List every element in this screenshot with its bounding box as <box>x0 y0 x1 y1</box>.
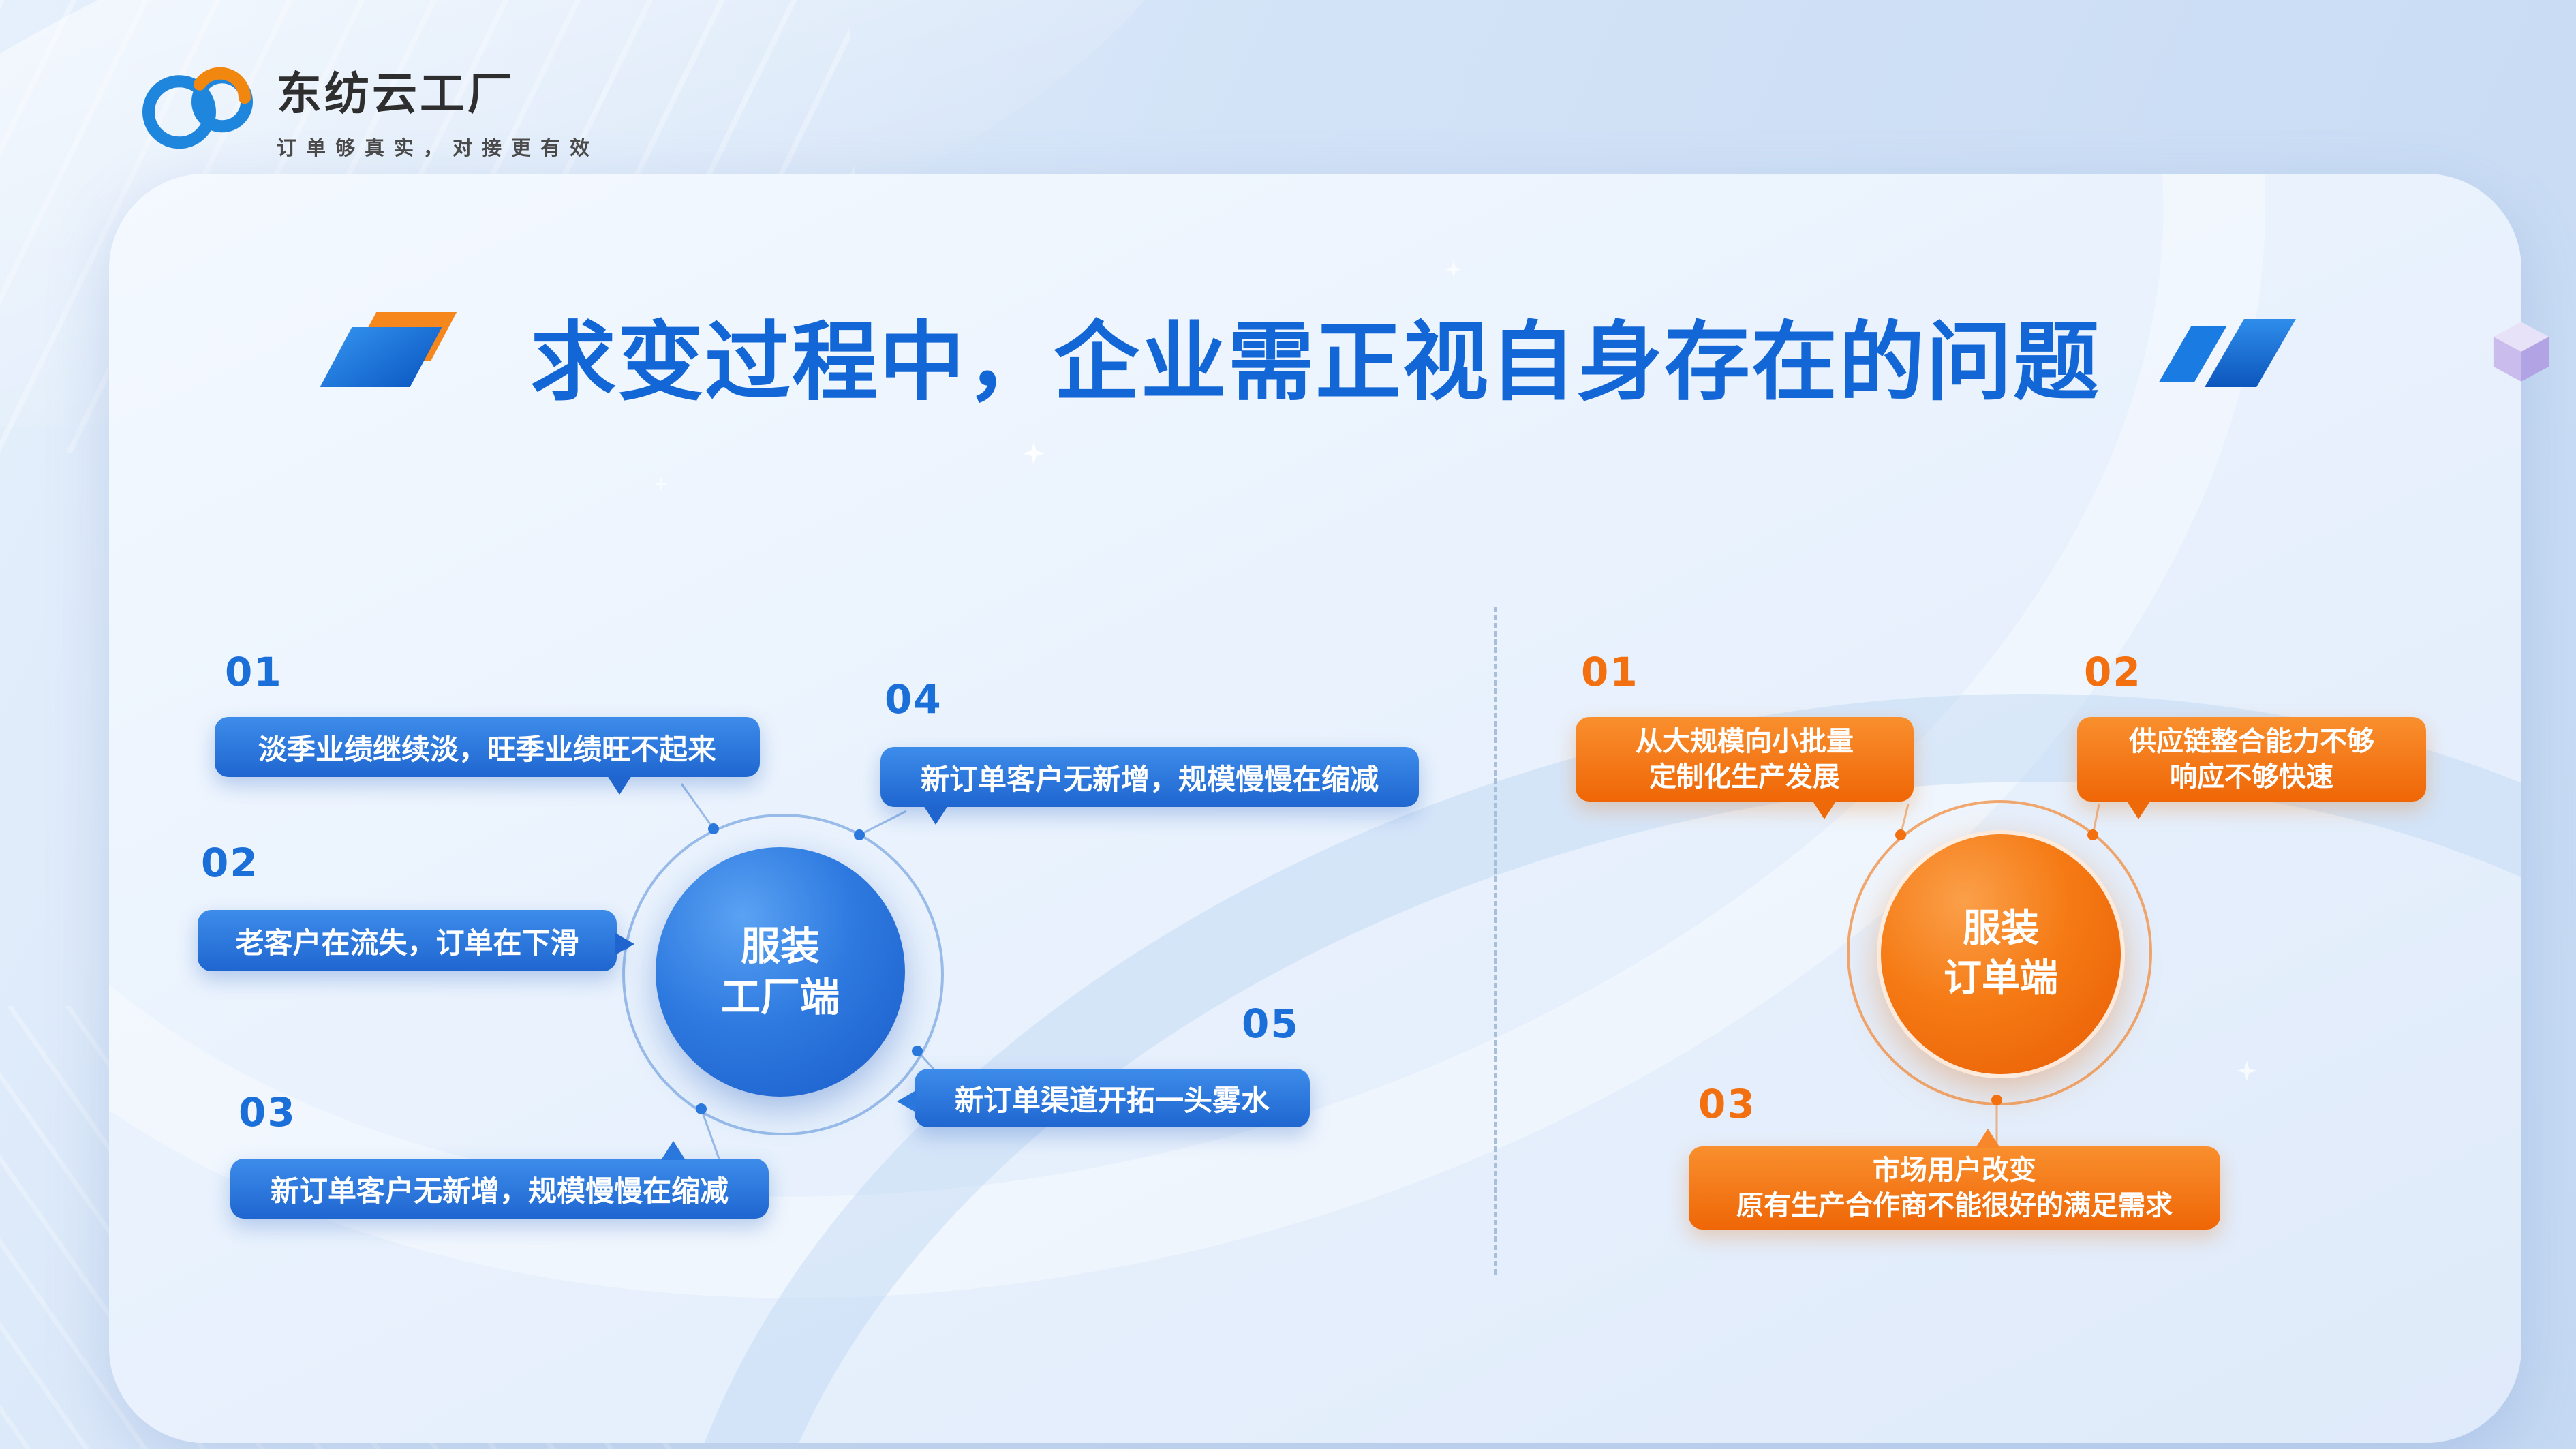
order-issue-text: 响应不够快速 <box>2170 761 2333 793</box>
bubble-tail <box>615 933 634 955</box>
factory-hub-label-line2: 工厂端 <box>720 974 840 1020</box>
order-item-number: 01 <box>1581 649 1639 695</box>
factory-hub: 服装 工厂端 <box>656 847 905 1097</box>
bubble-tail <box>923 806 949 825</box>
order-issue-bubble: 从大规模向小批量 定制化生产发展 <box>1576 717 1914 819</box>
order-issue-text: 原有生产合作商不能很好的满足需求 <box>1736 1190 2173 1221</box>
bubble-tail <box>2126 800 2151 819</box>
order-issue-text: 供应链整合能力不够 <box>2129 726 2374 757</box>
order-issue-text: 从大规模向小批量 <box>1636 726 1854 757</box>
factory-issue-text: 淡季业绩继续淡，旺季业绩旺不起来 <box>258 732 716 766</box>
bubble-tail <box>1976 1129 2001 1148</box>
factory-issue-text: 新订单客户无新增，规模慢慢在缩减 <box>270 1174 729 1208</box>
connector-dot <box>912 1046 923 1056</box>
title-decoration-right-icon <box>2159 318 2296 393</box>
cube-decoration-icon <box>2493 322 2549 382</box>
factory-issue-bubble: 老客户在流失，订单在下滑 <box>198 910 634 971</box>
factory-issue-bubble: 新订单客户无新增，规模慢慢在缩减 <box>880 747 1419 825</box>
factory-item-number: 05 <box>1242 1001 1300 1047</box>
order-item-number: 02 <box>2084 649 2142 695</box>
blue-parallelogram-icon <box>320 327 442 387</box>
content-panel <box>109 174 2521 1443</box>
page-title: 求变过程中，企业需正视自身存在的问题 <box>530 312 2100 412</box>
connector-dot <box>2087 829 2098 840</box>
factory-issue-bubble: 淡季业绩继续淡，旺季业绩旺不起来 <box>215 717 760 795</box>
factory-issue-bubble: 新订单客户无新增，规模慢慢在缩减 <box>230 1141 769 1219</box>
logo-tagline: 订单够真实，对接更有效 <box>277 136 600 159</box>
vertical-dashed-divider <box>1494 607 1497 1275</box>
order-issue-text: 市场用户改变 <box>1873 1155 2036 1186</box>
bubble-tail <box>607 776 632 795</box>
factory-item-number: 01 <box>225 649 283 695</box>
order-item-number: 03 <box>1698 1081 1756 1127</box>
factory-issue-text: 老客户在流失，订单在下滑 <box>235 926 579 960</box>
order-hub: 服装 订单端 <box>1877 830 2125 1078</box>
logo-name: 东纺云工厂 <box>277 67 515 120</box>
factory-item-number: 02 <box>201 840 259 886</box>
factory-issue-text: 新订单渠道开拓一头雾水 <box>954 1083 1270 1117</box>
order-issue-bubble: 市场用户改变 原有生产合作商不能很好的满足需求 <box>1689 1129 2220 1230</box>
title-row: 求变过程中，企业需正视自身存在的问题 <box>109 293 2521 417</box>
connector-dot <box>1991 1095 2002 1105</box>
order-issue-bubble: 供应链整合能力不够 响应不够快速 <box>2077 717 2426 819</box>
order-hub-label-line2: 订单端 <box>1944 956 2058 1001</box>
connector-dot <box>1895 829 1906 840</box>
order-issue-text: 定制化生产发展 <box>1649 761 1840 793</box>
bubble-tail <box>897 1090 916 1112</box>
logo-text: 东纺云工厂 订单够真实，对接更有效 <box>277 48 599 161</box>
factory-item-number: 04 <box>885 676 942 722</box>
bubble-tail <box>1812 800 1837 819</box>
factory-hub-label-line1: 服装 <box>740 922 820 969</box>
bubble-tail <box>661 1141 686 1160</box>
factory-issue-text: 新订单客户无新增，规模慢慢在缩减 <box>920 762 1379 796</box>
cloud-logo-icon <box>142 67 253 149</box>
connector-dot <box>696 1103 707 1114</box>
order-hub-label-line1: 服装 <box>1963 906 2039 951</box>
logo: 东纺云工厂 订单够真实，对接更有效 <box>136 48 599 161</box>
connector-dot <box>708 823 719 834</box>
connector-dot <box>854 829 865 840</box>
factory-issue-bubble: 新订单渠道开拓一头雾水 <box>897 1069 1310 1127</box>
factory-item-number: 03 <box>239 1089 296 1135</box>
title-decoration-left-icon <box>320 312 457 393</box>
factory-hub-ring <box>622 814 944 1135</box>
